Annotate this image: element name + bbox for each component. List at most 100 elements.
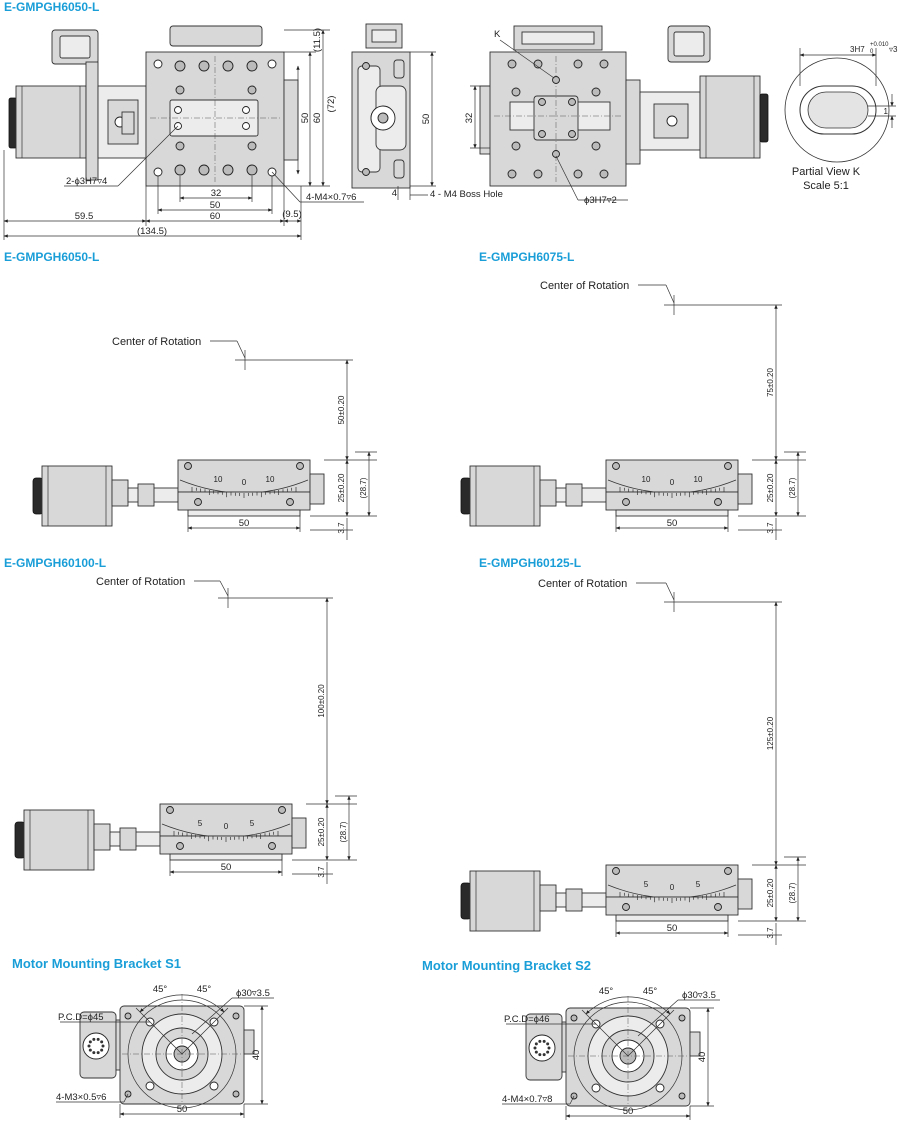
label-phi30: ϕ30▿3.5: [682, 990, 716, 1001]
dim-134-5: (134.5): [137, 226, 167, 237]
scale-left-label: 5: [644, 880, 649, 889]
dim-11-5: (11.5): [312, 28, 323, 52]
bottom-view: 32 K ϕ3H7▿2: [464, 25, 769, 206]
dim-50: 50: [300, 113, 311, 124]
label-k: K: [494, 29, 501, 40]
height-dim: 100±0.20: [317, 684, 326, 718]
stage-foot: [169, 853, 283, 861]
label-pcd: P.C.D=ϕ45: [58, 1012, 104, 1023]
side-view: 50 4 4 - M4 Boss Hole: [351, 23, 503, 200]
rotation-views: Center of Rotation 10 0 10 50±0.20 25±0.20 (28…: [14, 280, 806, 945]
label-boss-hole: 4 - M4 Boss Hole: [430, 189, 503, 200]
scale-left-label: 10: [642, 475, 651, 484]
center-of-rotation-label: Center of Rotation: [112, 336, 201, 348]
height-dim: 75±0.20: [766, 368, 775, 397]
center-of-rotation-label: Center of Rotation: [538, 578, 627, 590]
pv-label-2: Scale 5:1: [803, 180, 849, 192]
dim-h40: 40: [697, 1052, 708, 1063]
coupling: [565, 888, 583, 912]
label-phi30: ϕ30▿3.5: [236, 988, 270, 999]
motor-body: [23, 809, 95, 871]
bottom-holes: [507, 59, 609, 179]
pv-depth: ▿3: [889, 45, 898, 54]
stage-end: [291, 817, 307, 849]
pv-label-1: Partial View K: [792, 166, 861, 178]
height-dim: 125±0.20: [766, 716, 775, 750]
dim-25: 25±0.20: [766, 473, 775, 502]
label-phi3h7-2: ϕ3H7▿2: [584, 195, 617, 206]
motor-body: [41, 465, 113, 527]
scale-left-label: 5: [198, 819, 203, 828]
dim-72: (72): [326, 96, 337, 113]
pv-one: 1: [884, 107, 889, 116]
angle-left: 45°: [599, 986, 614, 997]
dim-3-7: 3.7: [317, 866, 326, 878]
pv-tol-top: +0.010: [870, 42, 889, 48]
motor-body: [469, 870, 541, 932]
stage-foot: [615, 914, 729, 922]
dim-59-5: 59.5: [75, 211, 94, 222]
stage-foot: [187, 509, 301, 517]
coupling: [565, 483, 583, 507]
dim-3-7: 3.7: [337, 522, 346, 534]
motor-flange: [111, 479, 129, 507]
dim-60: 60: [312, 113, 323, 124]
dim-28-7: (28.7): [788, 477, 797, 498]
label-screws: 4-M3×0.5▿6: [56, 1092, 106, 1103]
motor-bracket: [85, 61, 99, 181]
plate-holes: [153, 59, 277, 177]
dim-width-50: 50: [667, 923, 678, 934]
motor-knob: [14, 821, 26, 859]
dim-3-7: 3.7: [766, 927, 775, 939]
top-view: (11.5) (72) 60 50 32 50 60 (9.5) 59.5 (1…: [3, 25, 364, 240]
stage-end: [737, 878, 753, 910]
title-top: E-GMPGH6050-L: [4, 0, 99, 14]
title-bracket-s1: Motor Mounting Bracket S1: [12, 956, 181, 971]
label-screws: 4-M4×0.7▿8: [502, 1094, 552, 1105]
title-6050: E-GMPGH6050-L: [4, 250, 99, 264]
motor-knob: [460, 882, 472, 920]
motor-knob: [32, 477, 44, 515]
scale-left-label: 10: [214, 475, 223, 484]
dim-60b: 60: [210, 211, 221, 222]
label-2-phi3h7: 2-ϕ3H7▿4: [66, 176, 107, 187]
stage-body: [605, 864, 739, 898]
center-of-rotation-label: Center of Rotation: [96, 576, 185, 588]
label-4-m4: 4-M4×0.7▿6: [306, 192, 356, 203]
angle-right: 45°: [197, 984, 212, 995]
motor-flange: [93, 823, 111, 851]
scale-mid-label: 0: [224, 822, 229, 831]
stage-end: [737, 473, 753, 505]
dim-bottom-32: 32: [464, 113, 475, 124]
title-60100: E-GMPGH60100-L: [4, 556, 106, 570]
bracket-s2: 45° 45° ϕ30▿3.5P.C.D=ϕ46 4-M4×0.7▿8 50 40: [502, 986, 720, 1120]
bottom-motor: [699, 75, 761, 159]
dim-25: 25±0.20: [766, 878, 775, 907]
dim-w50: 50: [623, 1106, 634, 1117]
dim-50b: 50: [210, 200, 221, 211]
dim-width-50: 50: [667, 518, 678, 529]
title-6075: E-GMPGH6075-L: [479, 250, 574, 264]
dim-4: 4: [392, 188, 397, 199]
side-block: [283, 79, 299, 161]
label-pcd: P.C.D=ϕ46: [504, 1014, 550, 1025]
stage-foot: [615, 509, 729, 517]
angle-right: 45°: [643, 986, 658, 997]
scale-mid-label: 0: [242, 478, 247, 487]
dim-28-7: (28.7): [359, 477, 368, 498]
dim-28-7: (28.7): [339, 821, 348, 842]
partial-view-k: 3H7 +0.010 0 ▿3 1 Partial View K Scale 5…: [784, 42, 898, 192]
motor-body: [469, 465, 541, 527]
dim-h40: 40: [251, 1050, 262, 1061]
stage-end: [309, 473, 325, 505]
dim-32: 32: [211, 188, 222, 199]
height-dim: 50±0.20: [337, 395, 346, 424]
dim-side-50: 50: [421, 114, 432, 125]
motor-flange: [539, 884, 557, 912]
scale-right-label: 5: [250, 819, 255, 828]
